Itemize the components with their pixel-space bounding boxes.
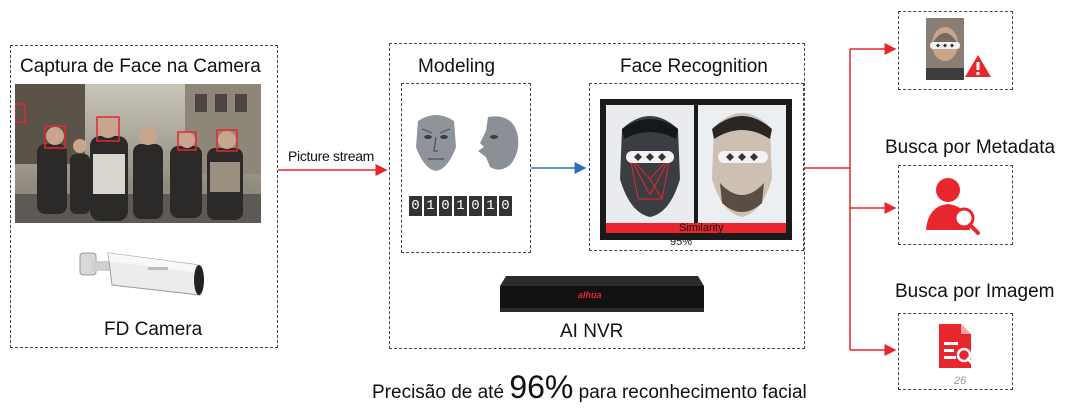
metadata-box (898, 165, 1013, 245)
binary-digit: 1 (424, 196, 437, 216)
capture-box (10, 45, 278, 348)
alert-box (898, 11, 1013, 90)
footer-prefix: Precisão de até (372, 382, 505, 403)
street-crowd-photo (15, 84, 261, 223)
nvr-device-image: alhua (500, 270, 704, 316)
nvr-brand-logo: alhua (578, 290, 602, 300)
binary-digit: 0 (409, 196, 422, 216)
fd-camera-image (78, 245, 208, 307)
footer-percent: 96% (509, 369, 574, 405)
binary-digit: 1 (454, 196, 467, 216)
image-search-title: Busca por Imagem (895, 281, 1055, 302)
face-comparison-image (600, 99, 792, 240)
modeling-box (401, 83, 531, 253)
face-recognition-box (589, 83, 804, 251)
picture-stream-label: Picture stream (288, 148, 375, 164)
metadata-title: Busca por Metadata (885, 137, 1056, 158)
face-model-side-image (470, 113, 524, 173)
footer-caption: Precisão de até 96% para reconhecimento … (372, 369, 807, 408)
face-recognition-title: Face Recognition (620, 56, 768, 77)
page-number: 26 (954, 375, 967, 387)
document-search-icon (937, 322, 977, 370)
binary-digit: 1 (484, 196, 497, 216)
fd-camera-label: FD Camera (104, 319, 203, 340)
warning-icon (964, 54, 992, 78)
binary-digit: 0 (439, 196, 452, 216)
binary-code-row: 0 1 0 1 0 1 0 (409, 196, 512, 216)
capture-title: Captura de Face na Camera (20, 56, 261, 77)
user-search-icon (924, 174, 982, 236)
binary-digit: 0 (469, 196, 482, 216)
alert-face-thumbnail (926, 18, 964, 80)
similarity-value: 95% (670, 236, 693, 248)
modeling-title: Modeling (418, 56, 496, 77)
footer-suffix: para reconhecimento facial (578, 382, 807, 403)
binary-digit: 0 (499, 196, 512, 216)
nvr-box (389, 43, 805, 349)
similarity-label: Similarity (679, 222, 724, 234)
face-model-front-image (408, 113, 464, 173)
image-search-box (898, 313, 1013, 390)
ai-nvr-label: AI NVR (560, 321, 624, 342)
